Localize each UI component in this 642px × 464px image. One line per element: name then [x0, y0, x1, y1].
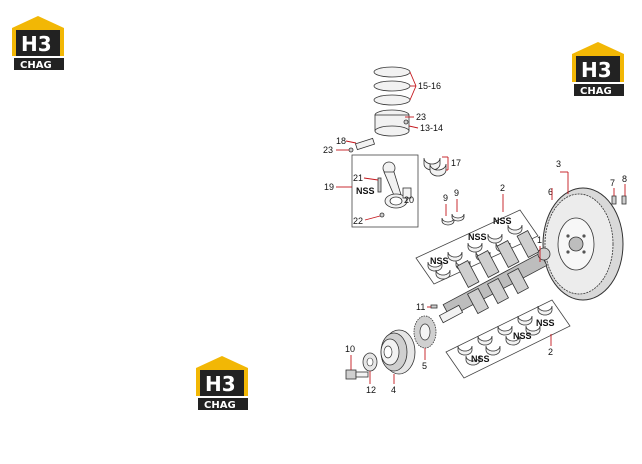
piston-rings [373, 66, 411, 106]
callout-8: 8 [622, 174, 627, 184]
upper-bearing-frame [415, 209, 539, 285]
callout-1: 1 [537, 235, 542, 245]
callout-10: 10 [345, 344, 355, 354]
pulley-washer [362, 352, 378, 372]
lower-main-bearings [457, 305, 553, 366]
nss-label-lower-3: NSS [471, 354, 490, 364]
callout-13-14: 13-14 [420, 123, 443, 133]
nss-label-rod: NSS [356, 186, 375, 196]
brand-logo-top-right: H3 CHAG [572, 42, 624, 97]
brand-logo-top-left: H3 CHAG [12, 16, 64, 71]
callout-20: 20 [404, 195, 414, 205]
svg-text:H3: H3 [21, 32, 52, 56]
callout-17: 17 [451, 158, 461, 168]
callout-3: 3 [556, 159, 561, 169]
nss-label-lower-2: NSS [513, 331, 532, 341]
lower-bearing-frame [445, 299, 571, 379]
callout-22: 22 [353, 216, 363, 226]
callout-23-left: 23 [323, 145, 333, 155]
flywheel-bolts [611, 195, 627, 205]
nss-label-upper-2: NSS [468, 232, 487, 242]
callout-15-16: 15-16 [418, 81, 441, 91]
nss-label-upper-1: NSS [493, 216, 512, 226]
flywheel [542, 187, 624, 301]
piston [374, 109, 410, 137]
rod-bearing-shells [423, 157, 447, 177]
nss-label-lower-1: NSS [536, 318, 555, 328]
callout-11: 11 [416, 302, 425, 312]
callout-5: 5 [422, 361, 427, 371]
brand-logo-bottom: H3 CHAG [196, 356, 248, 411]
callout-18: 18 [336, 136, 346, 146]
callout-2-top: 2 [500, 183, 505, 193]
connecting-rod [377, 161, 412, 218]
thrust-washers [441, 213, 465, 226]
svg-text:CHAG: CHAG [580, 86, 612, 97]
callout-4: 4 [391, 385, 396, 395]
svg-text:H3: H3 [581, 58, 612, 82]
nss-label-upper-3: NSS [430, 256, 449, 266]
callout-9-left: 9 [443, 193, 448, 203]
callout-19: 19 [324, 182, 334, 192]
svg-text:CHAG: CHAG [20, 60, 52, 71]
connecting-rod-frame [351, 154, 419, 228]
callout-12: 12 [366, 385, 376, 395]
timing-gear [413, 315, 437, 349]
crank-pulley [380, 329, 416, 375]
callout-9-right: 9 [454, 188, 459, 198]
callout-23-top: 23 [416, 112, 426, 122]
crank-key [430, 304, 438, 309]
callout-6: 6 [548, 187, 553, 197]
callout-2-bottom: 2 [548, 347, 553, 357]
crankshaft [438, 230, 551, 324]
svg-text:CHAG: CHAG [204, 400, 236, 411]
piston-pin [348, 137, 375, 153]
callout-21: 21 [353, 173, 363, 183]
pulley-bolt [345, 369, 369, 380]
callout-7: 7 [610, 178, 615, 188]
svg-text:H3: H3 [205, 372, 236, 396]
